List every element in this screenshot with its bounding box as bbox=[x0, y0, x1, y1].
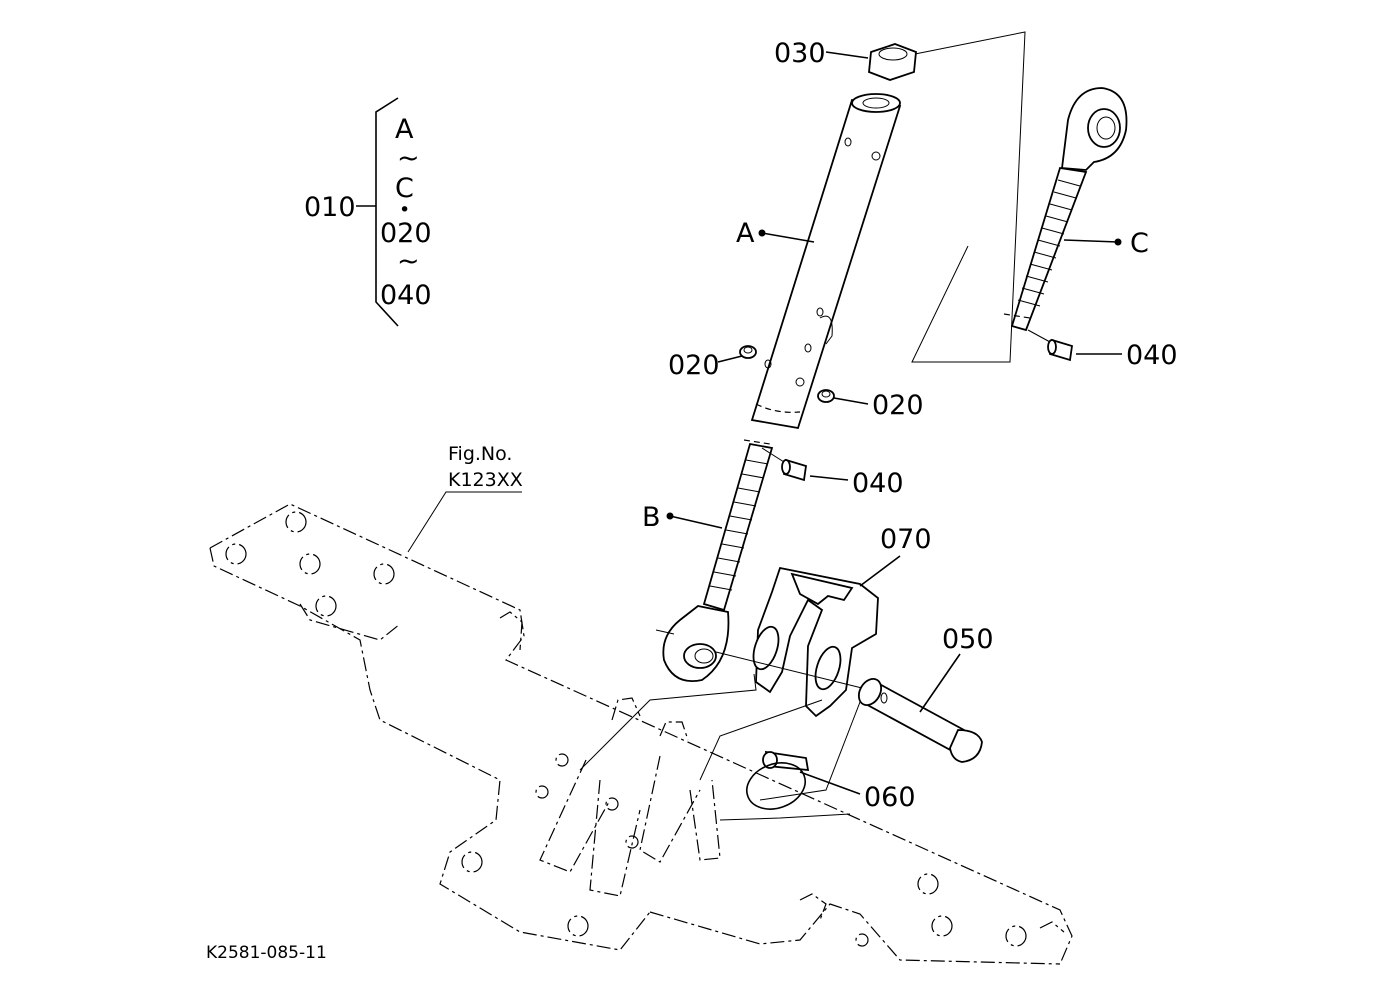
callout-a: A bbox=[736, 218, 755, 249]
rod-end-b bbox=[655, 439, 774, 682]
turnbuckle-body-a bbox=[750, 93, 902, 430]
callout-b: B bbox=[642, 502, 661, 533]
legend-line-6: ~ bbox=[397, 246, 420, 277]
legend-line-1: A bbox=[395, 114, 414, 145]
callout-020-left: 020 bbox=[668, 350, 720, 381]
legend-line-7: 040 bbox=[380, 280, 432, 311]
tractor-frame-phantom bbox=[209, 503, 1073, 965]
leader-a bbox=[761, 232, 815, 243]
legend-bracket bbox=[375, 97, 399, 327]
legend-line-5: 020 bbox=[380, 218, 432, 249]
callout-040-lower: 040 bbox=[852, 468, 904, 499]
leader-a-dot bbox=[758, 229, 766, 237]
legend-group: 010 A ~ C • 020 ~ 040 bbox=[304, 97, 432, 327]
link-line-4 bbox=[719, 813, 851, 821]
spring-pin-040-upper bbox=[1027, 329, 1122, 362]
callout-050: 050 bbox=[942, 624, 994, 655]
rod-end-c bbox=[1003, 87, 1128, 332]
figure-ref-line-1: Fig.No. bbox=[448, 443, 512, 465]
link-line-1 bbox=[579, 673, 757, 771]
figure-reference: Fig.No. K123XX bbox=[407, 443, 523, 553]
callout-c: C bbox=[1130, 228, 1149, 259]
lynch-pin-060 bbox=[746, 750, 861, 810]
grease-nipple-020-left bbox=[717, 345, 757, 363]
callout-020-right: 020 bbox=[872, 390, 924, 421]
figure-ref-line-2: K123XX bbox=[448, 469, 523, 491]
legend-line-2: ~ bbox=[397, 143, 420, 174]
hitch-pin-050 bbox=[715, 651, 983, 763]
bracket-070 bbox=[752, 555, 901, 718]
callout-060: 060 bbox=[864, 782, 916, 813]
legend-line-4: • bbox=[399, 199, 410, 221]
link-line-3 bbox=[759, 701, 861, 801]
lock-nut-030 bbox=[825, 43, 917, 81]
spring-pin-040-lower bbox=[761, 447, 849, 482]
legend-ref-label: 010 bbox=[304, 192, 356, 223]
callout-030: 030 bbox=[774, 38, 826, 69]
callout-070: 070 bbox=[880, 524, 932, 555]
link-line-2 bbox=[699, 699, 823, 781]
legend-line-3: C bbox=[395, 173, 414, 204]
assembly-outline bbox=[894, 31, 1026, 363]
figure-ref-leader bbox=[407, 491, 522, 553]
grease-nipple-020-right bbox=[817, 389, 869, 405]
drawing-code: K2581-085-11 bbox=[206, 943, 327, 963]
callout-040-upper: 040 bbox=[1126, 340, 1178, 371]
